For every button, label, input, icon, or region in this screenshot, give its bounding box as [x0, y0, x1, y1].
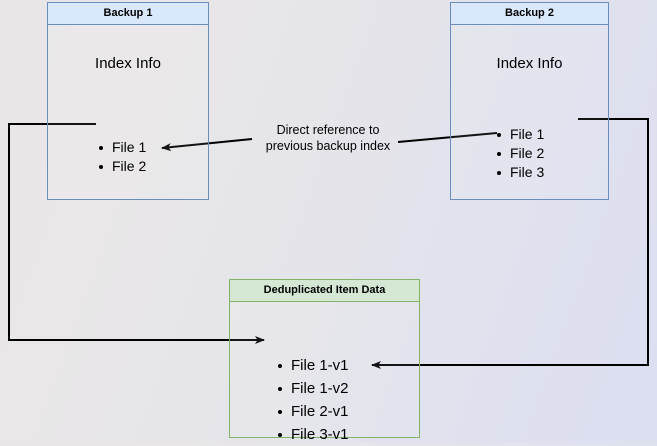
list-item: File 2-v1 — [275, 400, 349, 423]
list-item: File 1-v2 — [275, 377, 349, 400]
node-deduplicated-item-data[interactable]: Deduplicated Item Data File 1-v1 File 1-… — [229, 279, 420, 443]
edge-label-direct-reference: Direct reference to previous backup inde… — [248, 122, 408, 154]
edge-label-to-backup1 — [161, 138, 253, 152]
node-backup-1-file-list: File 1 File 2 — [96, 138, 146, 176]
node-backup-2-header: Backup 2 — [451, 3, 608, 25]
list-item: File 3 — [494, 163, 544, 182]
node-backup-1-index-title: Index Info — [95, 55, 161, 72]
list-item: File 2 — [494, 144, 544, 163]
edge-backup1-to-dedup — [8, 123, 265, 344]
node-backup-2[interactable]: Backup 2 Index Info File 1 File 2 File 3 — [450, 2, 609, 200]
node-backup-1-body: Index Info File 1 File 2 — [48, 25, 208, 199]
node-backup-2-file-list: File 1 File 2 File 3 — [494, 125, 544, 182]
list-item: File 1-v1 — [275, 354, 349, 377]
node-dedup-body: File 1-v1 File 1-v2 File 2-v1 File 3-v1 — [230, 302, 419, 443]
node-dedup-file-list: File 1-v1 File 1-v2 File 2-v1 File 3-v1 — [275, 354, 349, 446]
node-dedup-header: Deduplicated Item Data — [230, 280, 419, 302]
edge-label-line-2: previous backup index — [265, 139, 391, 153]
node-backup-1[interactable]: Backup 1 Index Info File 1 File 2 — [47, 2, 209, 200]
node-backup-2-index-title: Index Info — [496, 55, 563, 72]
node-backup-2-body: Index Info File 1 File 2 File 3 — [451, 25, 608, 199]
list-item: File 1 — [494, 125, 544, 144]
node-backup-1-header: Backup 1 — [48, 3, 208, 25]
edge-label-line-1: Direct reference to — [276, 123, 380, 137]
list-item: File 1 — [96, 138, 146, 157]
list-item: File 2 — [96, 157, 146, 176]
edge-backup2-to-dedup — [371, 118, 649, 369]
list-item: File 3-v1 — [275, 423, 349, 446]
edge-backup2-to-label — [397, 132, 498, 143]
